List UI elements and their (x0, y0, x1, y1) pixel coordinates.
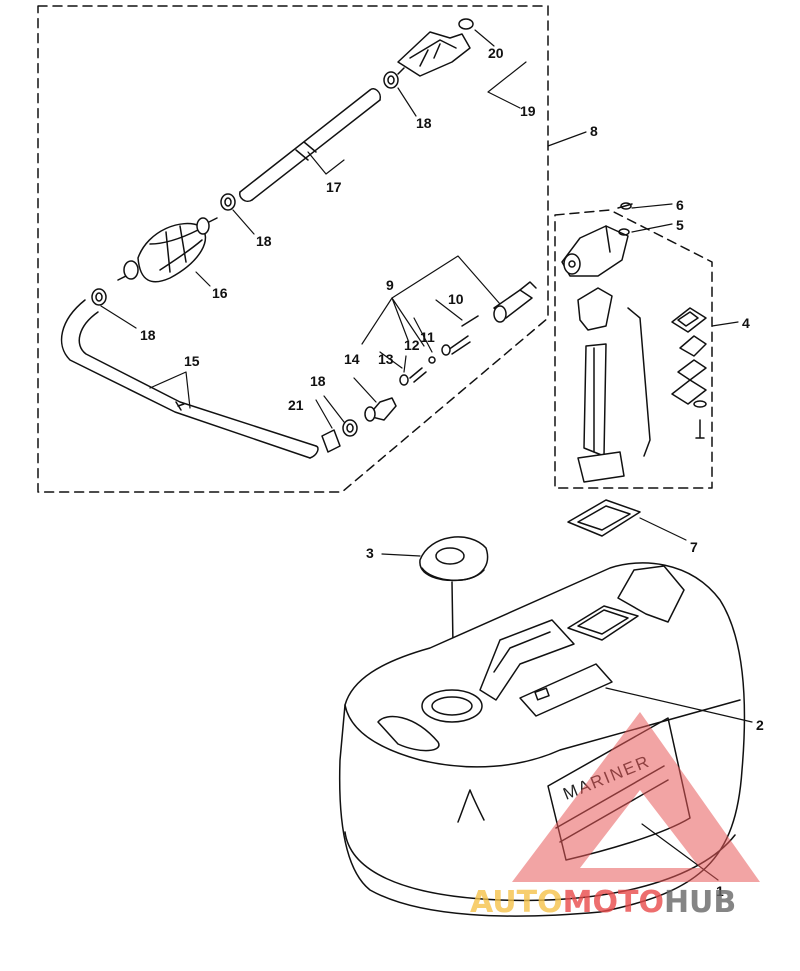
primer-bulb (117, 217, 218, 283)
callout-18-left: 18 (140, 327, 156, 343)
callout-17: 17 (326, 179, 342, 195)
fuel-hose-upper (238, 88, 382, 203)
o-ring (458, 18, 474, 30)
gauge-gaskets (671, 307, 707, 439)
callout-7: 7 (690, 539, 698, 555)
hose-ferrule (321, 429, 341, 453)
connector-spring (461, 315, 479, 327)
engine-fuel-connector (397, 31, 471, 77)
pickup-assembly-boundary (554, 209, 713, 489)
housing-screw (617, 202, 633, 210)
fuel-hose-lower (60, 299, 319, 459)
float-wire-arm (627, 307, 651, 457)
callout-labels: 20 19 18 8 17 18 16 18 15 9 10 11 12 13 … (140, 45, 764, 899)
hose-clamp-bulb-outlet (220, 193, 236, 211)
watermark-triangle (512, 712, 760, 882)
screw-washer (618, 228, 630, 236)
callout-16: 16 (212, 285, 228, 301)
callout-11: 11 (420, 329, 435, 345)
tank-fuel-connector (493, 281, 537, 323)
fill-cap (419, 536, 489, 582)
callout-20: 20 (488, 45, 504, 61)
callout-14: 14 (344, 351, 360, 367)
callout-2: 2 (756, 717, 764, 733)
connector-screw (399, 367, 427, 386)
connector-valve-stem (441, 335, 471, 356)
callout-6: 6 (676, 197, 684, 213)
callout-5: 5 (676, 217, 684, 233)
callout-13: 13 (378, 351, 394, 367)
pickup-gasket (567, 499, 641, 537)
fuel-tank (338, 562, 746, 917)
fuel-outlet-housing (561, 225, 629, 277)
hose-clamp-lower-left (91, 288, 107, 306)
callout-21: 21 (288, 397, 304, 413)
callout-3: 3 (366, 545, 374, 561)
fuel-line-assembly-boundary (37, 5, 549, 493)
hose-clamp-upper (383, 71, 399, 89)
callout-10: 10 (448, 291, 464, 307)
callout-18-bottom: 18 (310, 373, 326, 389)
callout-15: 15 (184, 353, 200, 369)
watermark-logo-text: AUTOMOTOHUB (470, 885, 736, 920)
pickup-float-body (577, 287, 625, 483)
callout-8: 8 (590, 123, 598, 139)
watermark: AUTOMOTOHUB (470, 712, 760, 920)
callout-4: 4 (742, 315, 750, 331)
callout-12: 12 (404, 337, 420, 353)
tank-hose-fitting (364, 397, 397, 422)
callout-18-top: 18 (416, 115, 432, 131)
callout-19: 19 (520, 103, 536, 119)
hose-clamp-lower-right (342, 419, 358, 437)
callout-18-mid: 18 (256, 233, 272, 249)
callout-1: 1 (716, 883, 724, 899)
connector-o-ring (428, 356, 436, 364)
callout-9: 9 (386, 277, 394, 293)
